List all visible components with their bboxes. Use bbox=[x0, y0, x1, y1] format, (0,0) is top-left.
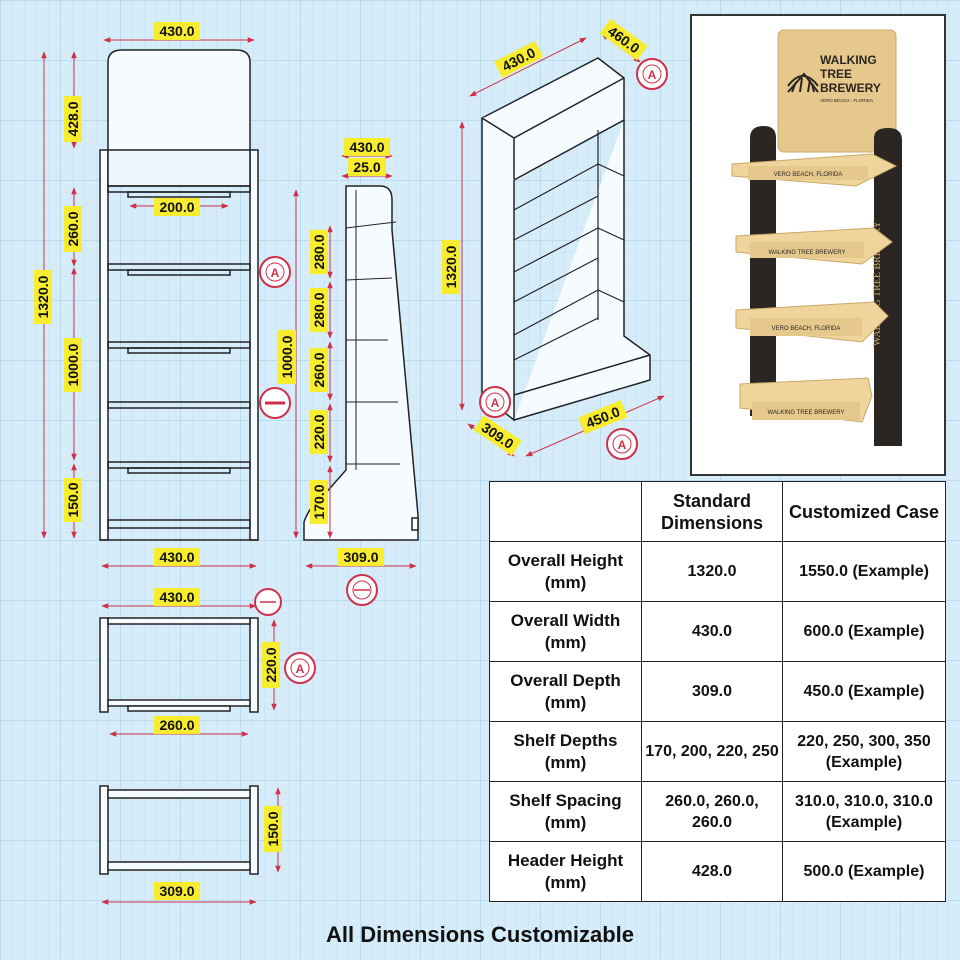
stamp-a-3: A bbox=[479, 386, 511, 418]
side-lower-height-label: 1000.0 bbox=[279, 335, 295, 378]
tree-logo-icon bbox=[787, 72, 819, 93]
spec-table: Standard Dimensions Customized Case Over… bbox=[489, 481, 946, 902]
iso-height-label: 1320.0 bbox=[443, 245, 459, 288]
side-depth-label: 309.0 bbox=[343, 549, 378, 565]
spec-row-standard: 428.0 bbox=[641, 841, 783, 902]
stamp-a-5: A bbox=[284, 652, 316, 684]
photo-shelf-3: VERO BEACH, FLORIDA bbox=[735, 301, 889, 343]
spec-row-custom: 1550.0 (Example) bbox=[782, 541, 946, 602]
shelf-height-label: 220.0 bbox=[263, 647, 279, 682]
spec-row-custom: 220, 250, 300, 350 (Example) bbox=[782, 721, 946, 782]
product-render: WALKING TREE BREWERY VERO BEACH · FLORID… bbox=[692, 16, 944, 474]
svg-text:A: A bbox=[491, 396, 500, 410]
side-spacing-3-label: 260.0 bbox=[311, 352, 327, 387]
spec-row-standard: 430.0 bbox=[641, 601, 783, 662]
side-panel-text: WALKING TREE BREWERY bbox=[872, 221, 883, 346]
svg-text:A: A bbox=[648, 68, 657, 82]
brand-sub: VERO BEACH · FLORIDA bbox=[820, 98, 873, 103]
front-overall-height-label: 1320.0 bbox=[35, 275, 51, 318]
spec-row-standard: 309.0 bbox=[641, 661, 783, 722]
spec-row-custom: 500.0 (Example) bbox=[782, 841, 946, 902]
table-row: Overall Width (mm) 430.0 600.0 (Example) bbox=[489, 601, 946, 662]
front-spacing-label: 260.0 bbox=[65, 211, 81, 246]
svg-text:A: A bbox=[271, 266, 280, 280]
side-spacing-1-label: 280.0 bbox=[311, 234, 327, 269]
side-view-labels: 430.0 25.0 280.0 280.0 260.0 220.0 170.0… bbox=[278, 138, 390, 566]
side-base-height-label: 170.0 bbox=[311, 484, 327, 519]
base-width-label: 309.0 bbox=[159, 883, 194, 899]
spec-row-custom: 450.0 (Example) bbox=[782, 661, 946, 722]
side-spacing-2-label: 280.0 bbox=[311, 292, 327, 327]
table-row: Overall Height (mm) 1320.0 1550.0 (Examp… bbox=[489, 541, 946, 602]
spec-row-label: Overall Height (mm) bbox=[489, 541, 642, 602]
table-row: Shelf Spacing (mm) 260.0, 260.0, 260.0 3… bbox=[489, 781, 946, 842]
front-lower-height-label: 1000.0 bbox=[65, 343, 81, 386]
shelf-text-4: WALKING TREE BREWERY bbox=[768, 410, 845, 416]
shelf-text-2: WALKING TREE BREWERY bbox=[769, 250, 846, 256]
spec-row-custom: 310.0, 310.0, 310.0 (Example) bbox=[782, 781, 946, 842]
shelf-detail bbox=[99, 617, 259, 713]
product-photo: WALKING TREE BREWERY VERO BEACH · FLORID… bbox=[690, 14, 946, 476]
base-detail bbox=[99, 785, 259, 875]
side-view bbox=[303, 185, 419, 541]
side-top-width-label: 430.0 bbox=[349, 139, 384, 155]
brand-line-3: BREWERY bbox=[820, 81, 881, 95]
stamp-a-4: A bbox=[606, 428, 638, 460]
spec-row-standard: 260.0, 260.0, 260.0 bbox=[641, 781, 783, 842]
shelf-lip-label: 260.0 bbox=[159, 717, 194, 733]
spec-header-row: Standard Dimensions Customized Case bbox=[489, 481, 946, 542]
base-height-label: 150.0 bbox=[265, 811, 281, 846]
spec-row-label: Overall Depth (mm) bbox=[489, 661, 642, 722]
front-view bbox=[99, 49, 259, 541]
svg-text:A: A bbox=[296, 662, 305, 676]
front-shelf-lip-label: 200.0 bbox=[159, 199, 194, 215]
stamp-logo-1 bbox=[346, 574, 378, 606]
shelf-text-3: VERO BEACH, FLORIDA bbox=[772, 326, 841, 332]
base-detail-labels: 150.0 309.0 bbox=[154, 806, 282, 900]
spec-header-custom: Customized Case bbox=[782, 481, 946, 542]
photo-shelf-1: VERO BEACH, FLORIDA bbox=[731, 153, 898, 187]
front-bottom-width-label: 430.0 bbox=[159, 549, 194, 565]
shelf-text-1: VERO BEACH, FLORIDA bbox=[774, 172, 843, 178]
spec-row-label: Shelf Depths (mm) bbox=[489, 721, 642, 782]
brand-line-1: WALKING bbox=[820, 53, 877, 67]
spec-header-standard: Standard Dimensions bbox=[641, 481, 783, 542]
stamp-a-2: A bbox=[636, 58, 668, 90]
photo-shelf-2: WALKING TREE BREWERY bbox=[735, 227, 893, 265]
table-row: Header Height (mm) 428.0 500.0 (Example) bbox=[489, 841, 946, 902]
spec-header-blank bbox=[489, 481, 642, 542]
svg-text:A: A bbox=[618, 438, 627, 452]
front-base-height-label: 150.0 bbox=[65, 482, 81, 517]
spec-row-standard: 170, 200, 220, 250 bbox=[641, 721, 783, 782]
front-header-height-label: 428.0 bbox=[65, 101, 81, 136]
shelf-width-label: 430.0 bbox=[159, 589, 194, 605]
stamp-logo-2 bbox=[254, 588, 282, 616]
stamp-line-1 bbox=[259, 387, 291, 419]
side-top-offset-label: 25.0 bbox=[353, 159, 380, 175]
spec-row-label: Header Height (mm) bbox=[489, 841, 642, 902]
brand-line-2: TREE bbox=[820, 67, 852, 81]
spec-row-standard: 1320.0 bbox=[641, 541, 783, 602]
iso-view bbox=[481, 57, 651, 422]
footer-caption: All Dimensions Customizable bbox=[325, 922, 635, 947]
table-row: Shelf Depths (mm) 170, 200, 220, 250 220… bbox=[489, 721, 946, 782]
stamp-a-1: A bbox=[259, 256, 291, 288]
spec-row-custom: 600.0 (Example) bbox=[782, 601, 946, 662]
spec-row-label: Overall Width (mm) bbox=[489, 601, 642, 662]
front-top-width-label: 430.0 bbox=[159, 23, 194, 39]
spec-row-label: Shelf Spacing (mm) bbox=[489, 781, 642, 842]
table-row: Overall Depth (mm) 309.0 450.0 (Example) bbox=[489, 661, 946, 722]
side-spacing-4-label: 220.0 bbox=[311, 414, 327, 449]
photo-shelf-4: WALKING TREE BREWERY bbox=[739, 377, 873, 423]
shelf-detail-labels: 430.0 220.0 260.0 bbox=[154, 588, 280, 734]
front-view-labels: 430.0 428.0 260.0 1320.0 1000.0 150.0 20… bbox=[34, 22, 200, 566]
